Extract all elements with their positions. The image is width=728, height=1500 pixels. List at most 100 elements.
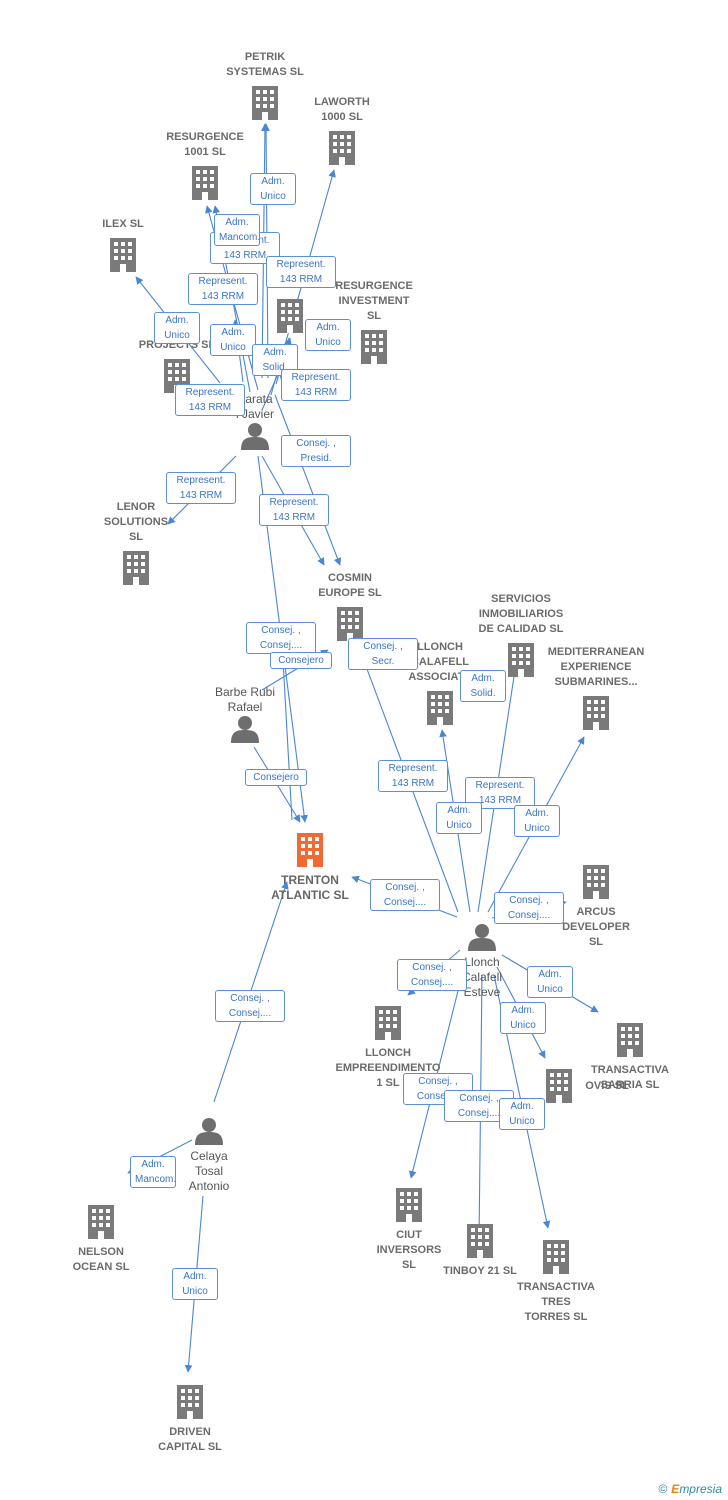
company-building-icon[interactable]	[361, 330, 387, 364]
edge-role-line: Adm.	[225, 217, 249, 228]
edge-role-label[interactable]: Adm.Unico	[499, 1098, 545, 1130]
person-icon[interactable]	[231, 716, 259, 743]
edge-role-label[interactable]: Consej. ,Consej....	[397, 959, 467, 991]
company-building-icon[interactable]	[192, 166, 218, 200]
edge-role-label[interactable]: Represent.143 RRM	[259, 494, 329, 526]
edge-role-label[interactable]: Adm.Unico	[305, 319, 351, 351]
edge-role-label[interactable]: Adm.Unico	[514, 805, 560, 837]
company-label-line: TRES	[541, 1296, 571, 1308]
edge-role-label[interactable]: Consej. ,Consej....	[246, 622, 316, 654]
edge-role-label[interactable]: Consej. ,Presid.	[281, 435, 351, 467]
company-building-icon[interactable]	[375, 1006, 401, 1040]
edge-role-label[interactable]: Represent.143 RRM	[175, 384, 245, 416]
edge-role-label[interactable]: Adm.Unico	[527, 966, 573, 998]
edge-role-label[interactable]: Consej. ,Consej....	[215, 990, 285, 1022]
edge-role-line: Unico	[510, 1020, 536, 1031]
person-icon[interactable]	[195, 1118, 223, 1145]
company-label-ilex[interactable]: ILEX SL	[48, 217, 198, 232]
company-building-icon[interactable]	[396, 1188, 422, 1222]
edge-role-line: Consej....	[228, 1008, 272, 1019]
edge-role-label[interactable]: Represent.143 RRM	[188, 273, 258, 305]
edge-role-label[interactable]: Adm.Mancom.	[130, 1156, 176, 1188]
company-building-icon[interactable]	[110, 238, 136, 272]
company-label-ovis[interactable]: OVIS SL	[532, 1079, 682, 1094]
edge-role-line: Adm.	[221, 327, 245, 338]
edge-role-label[interactable]: Adm. Unico	[500, 1002, 546, 1034]
edge-role-label[interactable]: Adm.Unico	[436, 802, 482, 834]
company-building-icon[interactable]	[123, 551, 149, 585]
company-label-line: ARCUS	[576, 906, 616, 918]
edge-role-label[interactable]: Adm.Unico	[172, 1268, 218, 1300]
edge-role-label[interactable]: Represent.143 RRM	[166, 472, 236, 504]
company-building-icon[interactable]	[337, 607, 363, 641]
company-label-line: CALAFELL	[410, 656, 470, 668]
company-building-icon[interactable]	[427, 691, 453, 725]
edge-role-line: Adm.	[511, 1005, 535, 1016]
person-icon[interactable]	[241, 423, 269, 450]
company-building-icon[interactable]	[329, 131, 355, 165]
edge-role-label[interactable]: Consej. ,Secr.	[348, 638, 418, 670]
person-label-line: Barata	[237, 392, 273, 406]
company-building-icon[interactable]	[88, 1205, 114, 1239]
person-icon[interactable]	[468, 924, 496, 951]
edge-role-label[interactable]: Consej. ,Consej....	[494, 892, 564, 924]
edge-role-line: Adm.	[538, 969, 562, 980]
edge-role-label[interactable]: Adm.Unico	[250, 173, 296, 205]
company-building-icon[interactable]	[177, 1385, 203, 1419]
edge-role-label[interactable]: Adm.Solid.	[460, 670, 506, 702]
company-label-line: INVESTMENT	[338, 295, 410, 307]
edge-role-label[interactable]: Represent.143 RRM	[266, 256, 336, 288]
company-label-line: TRENTON	[281, 873, 339, 887]
company-label-line: INVERSORS	[376, 1244, 442, 1256]
company-label-line: SYSTEMAS SL	[226, 66, 304, 78]
company-label-tinboy[interactable]: TINBOY 21 SL	[405, 1264, 555, 1279]
edge-role-label[interactable]: Adm. Unico	[210, 324, 256, 356]
person-label-line: Rafael	[227, 700, 263, 714]
edge-role-line: Unico	[220, 342, 246, 353]
person-label-line: Esteve	[463, 985, 501, 999]
edge-role-line: 143 RRM	[188, 402, 232, 413]
edge-role-label[interactable]: Represent.143 RRM	[378, 760, 448, 792]
edge-role-line: Adm.	[316, 322, 340, 333]
edge-role-label[interactable]: Consejero	[270, 651, 332, 669]
company-label-line: LLONCH	[365, 1047, 411, 1059]
edge-role-label[interactable]: Consejero	[245, 768, 307, 786]
company-label-line: 1 SL	[376, 1077, 400, 1089]
company-building-icon[interactable]	[297, 833, 323, 867]
edge-role-line: Unico	[260, 191, 286, 202]
company-label-line: INMOBILIARIOS	[478, 608, 564, 620]
edge-role-line: Represent.	[176, 475, 226, 486]
edge-role-label[interactable]: Consej. ,Consej....	[370, 879, 440, 911]
brand-initial: E	[671, 1482, 680, 1496]
edge-role-label[interactable]: Adm.Mancom.	[214, 214, 260, 246]
edge-role-line: Solid.	[262, 362, 288, 373]
company-building-icon[interactable]	[583, 865, 609, 899]
edge-role-line: Unico	[446, 820, 472, 831]
edge-role-label[interactable]: Represent.143 RRM	[281, 369, 351, 401]
company-label-line: 1000 SL	[321, 111, 363, 123]
company-building-icon[interactable]	[617, 1023, 643, 1057]
edge-role-label[interactable]: Adm.Unico	[154, 312, 200, 344]
company-building-icon[interactable]	[583, 696, 609, 730]
